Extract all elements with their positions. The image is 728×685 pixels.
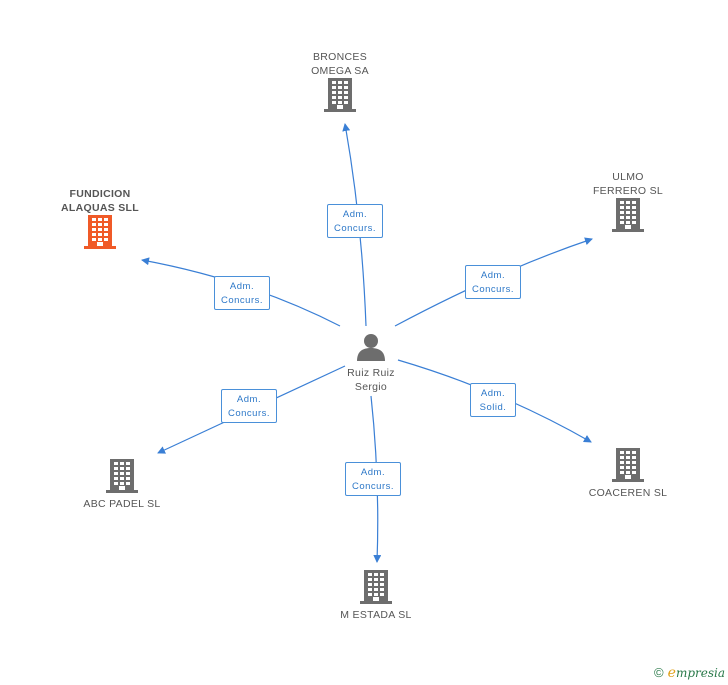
company-name-line2: OMEGA SA [311,65,369,77]
company-name-line2: ALAQUAS SLL [61,202,139,214]
company-name-line1: M ESTADA SL [340,609,412,621]
role-label-bronces: Adm.Concurs. [327,204,383,238]
company-name-line1: ULMO [612,171,644,183]
building-icon [612,198,644,236]
person-icon [357,334,385,361]
brand-name: mpresia [675,666,725,680]
company-node-ulmo[interactable]: ULMO FERRERO SL [573,170,683,236]
person-node[interactable]: Ruiz Ruiz Sergio [326,332,416,394]
building-icon [84,215,116,253]
company-name-line1: FUNDICION [69,188,131,200]
company-name-line1: BRONCES [312,51,368,63]
role-label-ulmo: Adm.Concurs. [465,265,521,299]
copyright-icon: © [654,665,664,680]
company-name-line2: FERRERO SL [592,185,664,197]
role-label-abc: Adm.Concurs. [221,389,277,423]
company-name-line1: COACEREN SL [588,487,668,499]
person-name-line1: Ruiz Ruiz [347,367,395,379]
building-icon [360,570,392,608]
company-node-fundicion[interactable]: FUNDICION ALAQUAS SLL [45,187,155,253]
building-icon [324,78,356,116]
role-label-fundicion: Adm.Concurs. [214,276,270,310]
person-name-line2: Sergio [354,381,388,393]
company-name-line1: ABC PADEL SL [83,498,161,510]
role-label-mestada: Adm.Concurs. [345,462,401,496]
company-node-mestada[interactable]: M ESTADA SL [316,570,436,622]
company-node-coaceren[interactable]: COACEREN SL [568,448,688,500]
brand-initial: e [667,665,676,681]
building-icon [612,448,644,486]
role-label-coaceren: Adm.Solid. [470,383,516,417]
company-node-abc[interactable]: ABC PADEL SL [62,459,182,511]
building-icon [106,459,138,497]
brand-logo[interactable]: ©empresia [654,665,725,681]
company-node-bronces[interactable]: BRONCES OMEGA SA [290,50,390,116]
